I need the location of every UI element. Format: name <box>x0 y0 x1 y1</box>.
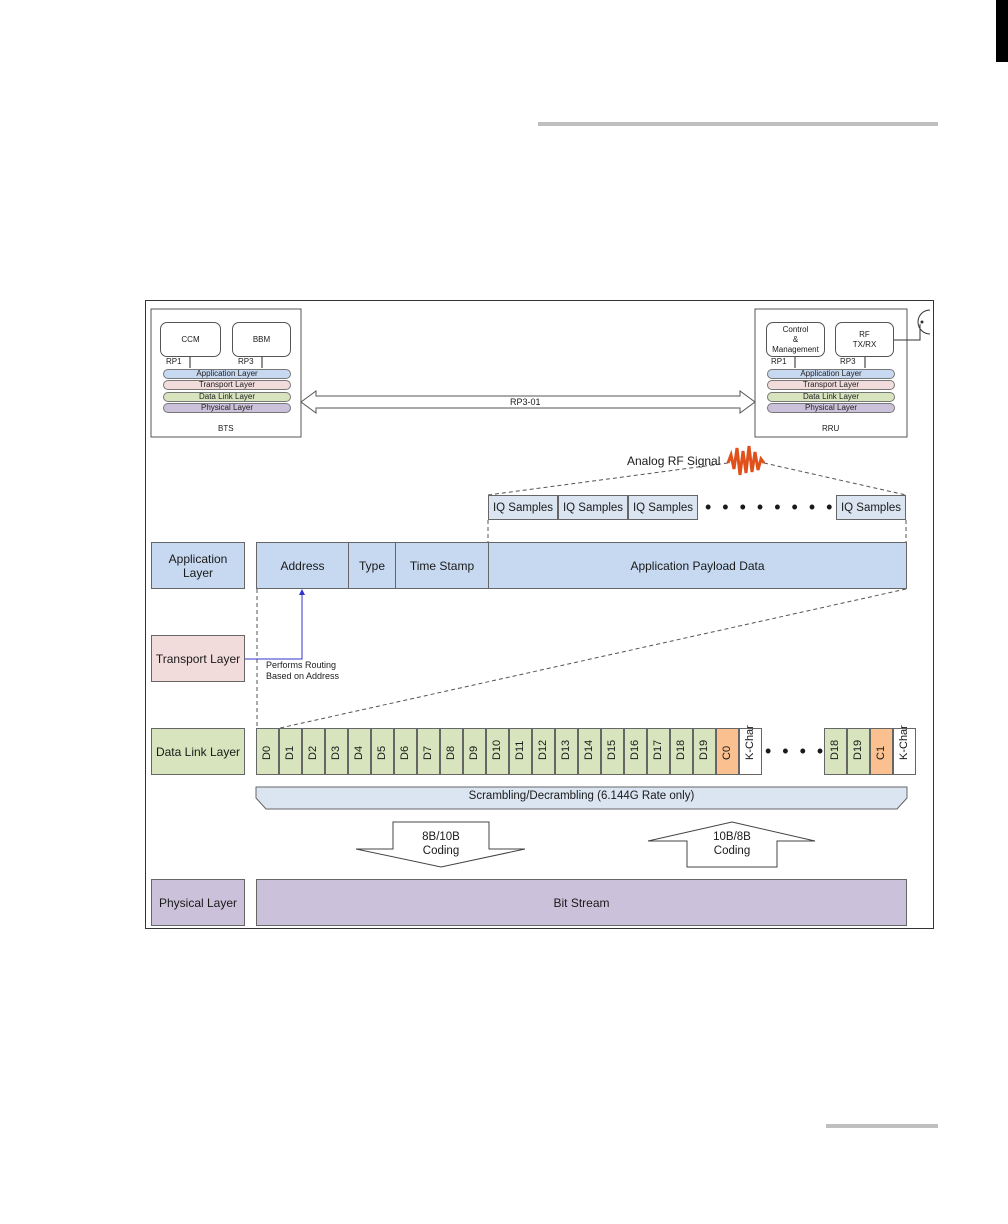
bts-title: BTS <box>218 424 234 433</box>
datalink-cell-d0: D0 <box>256 728 279 775</box>
timestamp-field: Time Stamp <box>395 542 489 589</box>
datalink-cell-d6: D6 <box>394 728 417 775</box>
datalink-cell-label: D18 <box>830 740 841 760</box>
bts-application-layer: Application Layer <box>163 369 291 379</box>
rru-rp1-label: RP1 <box>771 357 787 366</box>
rru-application-layer: Application Layer <box>767 369 895 379</box>
datalink-cell-label: D13 <box>561 740 572 760</box>
datalink-cell-label: D6 <box>400 746 411 760</box>
datalink-cell-label: D10 <box>492 740 503 760</box>
datalink-cell-d9: D9 <box>463 728 486 775</box>
datalink-cell-d13: D13 <box>555 728 578 775</box>
rru-title: RRU <box>822 424 839 433</box>
scrambling-label: Scrambling/Decrambling (6.144G Rate only… <box>256 790 907 802</box>
bts-rp3-label: RP3 <box>238 357 254 366</box>
datalink-cell-d4: D4 <box>348 728 371 775</box>
datalink-cell-label: C0 <box>722 746 733 760</box>
datalink-cell-d19: D19 <box>693 728 716 775</box>
routing-line <box>244 592 302 659</box>
left-datalink-layer: Data Link Layer <box>151 728 245 775</box>
datalink-cell-d17: D17 <box>647 728 670 775</box>
left-application-layer: Application Layer <box>151 542 245 589</box>
datalink-cell-label: D18 <box>676 740 687 760</box>
ccm-block: CCM <box>160 322 221 357</box>
datalink-cell-label: D0 <box>262 746 273 760</box>
datalink-cell-d5: D5 <box>371 728 394 775</box>
analog-rf-label: Analog RF Signal <box>627 454 720 468</box>
datalink-cell-label: D12 <box>538 740 549 760</box>
bitstream-field: Bit Stream <box>256 879 907 926</box>
datalink-cell-label: D2 <box>308 746 319 760</box>
datalink-cell-d12: D12 <box>532 728 555 775</box>
datalink-cell-label: D11 <box>515 741 526 760</box>
datalink-cell-d1: D1 <box>279 728 302 775</box>
datalink-cell-label: D4 <box>354 746 365 760</box>
datalink-cell-d7: D7 <box>417 728 440 775</box>
rp3-link-label: RP3-01 <box>510 397 541 407</box>
datalink-cell-label: D19 <box>699 740 710 760</box>
datalink-cell-d16: D16 <box>624 728 647 775</box>
datalink-cell-k-char: K-Char <box>739 728 762 775</box>
iq-sample-1: IQ Samples <box>488 495 558 520</box>
coding-up-label: 10B/8B Coding <box>692 830 772 858</box>
datalink-cell-label: D8 <box>446 746 457 760</box>
datalink-cell-label: D16 <box>630 740 641 760</box>
datalink-cell-c1: C1 <box>870 728 893 775</box>
datalink-cell-d15: D15 <box>601 728 624 775</box>
datalink-cell-label: C1 <box>876 746 887 760</box>
left-transport-layer: Transport Layer <box>151 635 245 682</box>
iq-sample-2: IQ Samples <box>558 495 628 520</box>
datalink-cell-d11: D11 <box>509 728 532 775</box>
rf-txrx-block: RF TX/RX <box>835 322 894 357</box>
bts-physical-layer: Physical Layer <box>163 403 291 413</box>
datalink-cell-d2: D2 <box>302 728 325 775</box>
datalink-cell-d3: D3 <box>325 728 348 775</box>
datalink-cell-c0: C0 <box>716 728 739 775</box>
datalink-cell-label: D1 <box>285 746 296 760</box>
rru-physical-layer: Physical Layer <box>767 403 895 413</box>
datalink-cell-d18: D18 <box>670 728 693 775</box>
datalink-cell-label: D3 <box>331 746 342 760</box>
rf-wave-icon <box>728 446 764 475</box>
payload-field: Application Payload Data <box>488 542 907 589</box>
datalink-cell-label: D7 <box>423 746 434 760</box>
routing-note: Performs Routing Based on Address <box>266 660 339 682</box>
datalink-cell-k-char: K-Char <box>893 728 916 775</box>
datalink-cell-label: D15 <box>607 740 618 760</box>
bts-rp1-label: RP1 <box>166 357 182 366</box>
datalink-cell-label: D5 <box>377 746 388 760</box>
address-field: Address <box>256 542 349 589</box>
datalink-cell-label: D9 <box>469 746 480 760</box>
control-management-block: Control & Management <box>766 322 825 357</box>
datalink-cell-d18: D18 <box>824 728 847 775</box>
bbm-block: BBM <box>232 322 291 357</box>
iq-sample-4: IQ Samples <box>836 495 906 520</box>
datalink-cell-d10: D10 <box>486 728 509 775</box>
datalink-cell-label: D17 <box>653 740 664 760</box>
iq-sample-3: IQ Samples <box>628 495 698 520</box>
bts-transport-layer: Transport Layer <box>163 380 291 390</box>
datalink-cell-d8: D8 <box>440 728 463 775</box>
type-field: Type <box>348 542 396 589</box>
datalink-cell-label: D14 <box>584 740 595 760</box>
left-physical-layer: Physical Layer <box>151 879 245 926</box>
bts-datalink-layer: Data Link Layer <box>163 392 291 402</box>
datalink-cell-label: K-Char <box>899 725 910 760</box>
coding-down-label: 8B/10B Coding <box>401 830 481 858</box>
rru-rp3-label: RP3 <box>840 357 856 366</box>
datalink-cell-label: D19 <box>853 740 864 760</box>
datalink-cell-d14: D14 <box>578 728 601 775</box>
rru-datalink-layer: Data Link Layer <box>767 392 895 402</box>
datalink-cell-d19: D19 <box>847 728 870 775</box>
datalink-cell-label: K-Char <box>745 725 756 760</box>
rru-transport-layer: Transport Layer <box>767 380 895 390</box>
